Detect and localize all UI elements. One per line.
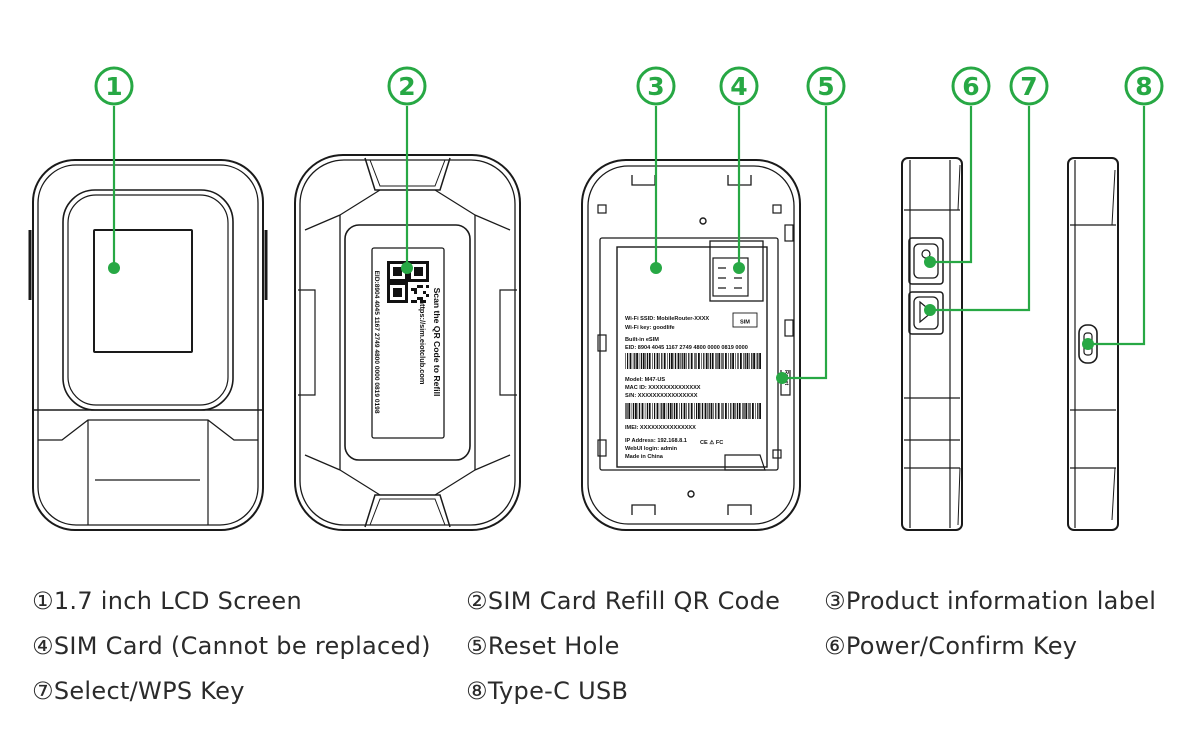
label-esim: Built-in eSIM [625,337,659,343]
lcd-screen [93,229,193,353]
label-ssid: Wi-Fi SSID: MobileRouter-XXXX [625,316,709,322]
label-model: Model: M47-US [625,377,665,383]
label-eid: EID: 8904 4045 1167 2749 4800 0000 0819 … [625,345,748,351]
callout-number-5: 5 [817,72,834,101]
qr-sticker-text: Scan the QR Code to Refill https://sim.e… [373,271,442,414]
legend-item-4: ④SIM Card (Cannot be replaced) [32,632,431,660]
qr-code [387,261,429,303]
callout-number-4: 4 [730,72,747,101]
callout-badge-1: 1 [94,66,134,106]
label-cert-marks: CE ⚠ FC [700,439,723,446]
legend-item-5: ⑤Reset Hole [466,632,620,660]
legend-item-8: ⑧Type-C USB [466,677,629,705]
label-mac: MAC ID: XXXXXXXXXXXXXX [625,385,701,391]
barcode-sn [625,403,761,419]
qr-label-line3: EID:8904 4045 1167 2749 4800 0000 0819 0… [373,271,380,414]
callout-badge-3: 3 [636,66,676,106]
device-diagram: Scan the QR Code to Refill https://sim.e… [28,66,1164,531]
legend-item-2: ②SIM Card Refill QR Code [466,587,781,615]
barcode-eid [625,353,761,369]
legend-item-1: ①1.7 inch LCD Screen [32,587,302,615]
callout-number-6: 6 [962,72,979,101]
qr-label-line1: Scan the QR Code to Refill [432,288,442,397]
wps-key-housing [908,291,944,335]
callout-badges: 1 2 3 4 5 6 7 8 [94,66,1164,106]
callout-leaders [112,106,1146,380]
label-webui: WebUI login: admin [625,446,678,452]
qr-label-line2: https://sim.eiotclub.com [418,300,427,385]
callout-number-1: 1 [105,72,122,101]
label-wifi-key: Wi-Fi key: goodlife [625,325,675,331]
device-back-view [294,154,521,531]
label-ip: IP Address: 192.168.8.1 [625,438,687,444]
label-made-in: Made in China [625,454,664,460]
label-sn: S/N: XXXXXXXXXXXXXXXX [625,393,698,399]
label-imei: IMEI: XXXXXXXXXXXXXXX [625,425,696,431]
callout-number-2: 2 [398,72,415,101]
sim-slot [709,240,764,302]
callout-dots [108,256,1094,384]
label-sim-badge: SIM [740,320,750,326]
callout-badge-5: 5 [806,66,846,106]
callout-badge-6: 6 [951,66,991,106]
device-open-view [581,159,801,531]
product-label-area [616,246,768,468]
legend-item-6: ⑥Power/Confirm Key [824,632,1078,660]
callout-badge-8: 8 [1124,66,1164,106]
callout-badge-4: 4 [719,66,759,106]
callout-number-8: 8 [1135,72,1152,101]
legend-item-3: ③Product information label [824,587,1157,615]
device-side-keys-view [901,157,963,531]
callout-badge-7: 7 [1009,66,1049,106]
callout-number-3: 3 [647,72,664,101]
legend-item-7: ⑦Select/WPS Key [32,677,245,705]
callout-badge-2: 2 [387,66,427,106]
product-label-text: Wi-Fi SSID: MobileRouter-XXXX Wi-Fi key:… [625,312,789,460]
callout-number-7: 7 [1020,72,1037,101]
device-front-view [28,159,268,531]
